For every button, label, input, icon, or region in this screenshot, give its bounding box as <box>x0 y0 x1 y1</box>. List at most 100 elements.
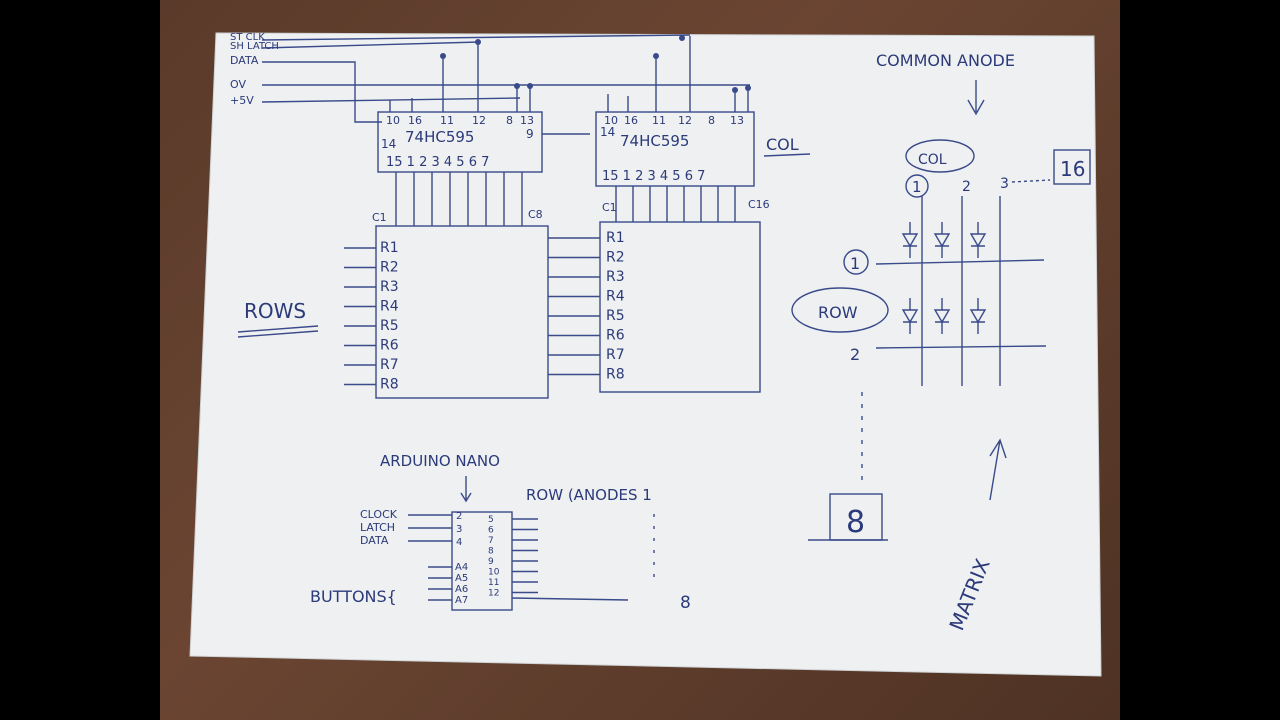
arduino-pin: 4 <box>456 537 462 548</box>
row-bubble <box>791 287 889 333</box>
col-num-1: 1 <box>912 178 922 196</box>
arduino-pin: 3 <box>456 524 462 535</box>
row-anode-wire <box>511 597 629 601</box>
label-shlatch: SH LATCH <box>230 41 279 52</box>
sr1-c-end: C8 <box>528 208 543 221</box>
sr2-c-start: C1 <box>602 201 617 214</box>
sr2-pin14: 14 <box>600 125 615 139</box>
label-5v: +5V <box>230 94 254 107</box>
sr1-top-pin: 8 <box>506 114 513 127</box>
sr1-top-pin: 11 <box>440 114 454 127</box>
label-ov: OV <box>230 78 246 91</box>
row-num-2: 2 <box>850 345 860 364</box>
sr2-top-pin: 11 <box>652 114 666 127</box>
arduino-pin: 8 <box>488 547 494 557</box>
matrix-row-line <box>875 259 1045 265</box>
sr2-top-pin: 10 <box>604 114 618 127</box>
row-anodes-label: ROW (ANODES 1 <box>526 486 652 504</box>
row-pin-label: R2 <box>606 250 625 266</box>
sr2-top-pins: 10 16 11 12 8 13 <box>604 114 744 127</box>
sr1-c-start: C1 <box>372 211 387 224</box>
sr2-top-pin: 16 <box>624 114 638 127</box>
row-pin-label: R4 <box>380 299 399 315</box>
label-data: DATA <box>230 54 259 67</box>
sr1-bottom-pins: 15 1 2 3 4 5 6 7 <box>386 155 489 170</box>
sr1-pin9: 9 <box>526 127 534 141</box>
row-num-1: 1 <box>850 254 860 273</box>
matrix-module-2 <box>599 221 761 393</box>
label-stclk: ST CLK <box>230 32 265 43</box>
sr2-top-pin: 8 <box>708 114 715 127</box>
sr2-top-pin: 13 <box>730 114 744 127</box>
col-underline <box>763 153 811 157</box>
shift-register-1 <box>377 111 543 173</box>
arduino-analog-pin: A4 <box>455 562 468 573</box>
matrix-module-1 <box>375 225 549 399</box>
led-grid <box>875 196 1047 386</box>
row-pin-label: R3 <box>606 269 625 285</box>
rows-label: ROWS <box>244 299 306 323</box>
arduino-signal-label: LATCH <box>360 521 395 534</box>
arduino-pin: 12 <box>488 589 499 599</box>
row-pin-label: R7 <box>380 357 399 373</box>
arduino-pin: 10 <box>488 568 500 578</box>
signal-lines <box>261 34 750 135</box>
row-pin-label: R5 <box>380 318 399 334</box>
sr2-c-end: C16 <box>748 198 770 211</box>
matrix-col-label: COL <box>918 152 947 168</box>
col-num-2: 2 <box>962 179 971 195</box>
arduino-title: ARDUINO NANO <box>380 452 500 470</box>
row-pin-label: R5 <box>606 308 625 324</box>
arduino-pin: 2 <box>456 511 462 522</box>
led-diode-icon <box>969 222 987 258</box>
arduino-pin: 11 <box>488 578 499 588</box>
led-diode-icon <box>933 298 951 334</box>
col-ellipsis <box>1011 179 1051 183</box>
junction-dots <box>440 35 751 93</box>
column-wires <box>395 172 736 226</box>
matrix-row-label: ROW <box>818 303 858 322</box>
sr1-chip-name: 74HC595 <box>405 128 474 146</box>
arduino-pin: 5 <box>488 515 494 525</box>
matrix-arrow <box>989 438 1007 501</box>
row-pin-label: R6 <box>380 338 399 354</box>
sr1-top-pin: 13 <box>520 114 534 127</box>
led-diode-icon <box>901 298 919 334</box>
col-num-3: 3 <box>1000 176 1009 192</box>
arduino-arrow <box>460 476 472 503</box>
shift-register-2 <box>595 111 755 187</box>
row-pin-label: R3 <box>380 279 399 295</box>
col-16-box <box>1053 149 1091 185</box>
row-pin-label: R1 <box>606 230 625 246</box>
arduino-pin: 9 <box>488 557 494 567</box>
row-pin-label: R1 <box>380 240 399 256</box>
common-anode-arrow <box>967 80 985 116</box>
row-pin-label: R8 <box>380 377 399 393</box>
sr2-top-pin: 12 <box>678 114 692 127</box>
row-pin-label: R6 <box>606 328 625 344</box>
col-label: COL <box>766 135 799 154</box>
buttons-label: BUTTONS{ <box>310 587 397 606</box>
row-pin-label: R8 <box>606 367 625 383</box>
arduino-analog-pin: A5 <box>455 573 468 584</box>
led-diode-icon <box>969 298 987 334</box>
col-1-circle <box>905 174 929 198</box>
sr2-bottom-pins: 15 1 2 3 4 5 6 7 <box>602 169 705 184</box>
rows-underline <box>237 325 319 338</box>
arduino-analog-pin: A6 <box>455 584 468 595</box>
row-pin-label: R7 <box>606 347 625 363</box>
arduino-pin: 6 <box>488 526 494 536</box>
arduino-signal-label: DATA <box>360 534 389 547</box>
arduino-pin: 7 <box>488 536 494 546</box>
col-bubble <box>905 139 975 173</box>
row-num-8: 8 <box>846 505 865 540</box>
arduino-signal-label: CLOCK <box>360 508 398 521</box>
row-1-circle <box>843 249 869 275</box>
row-pin-label: R2 <box>380 260 399 276</box>
